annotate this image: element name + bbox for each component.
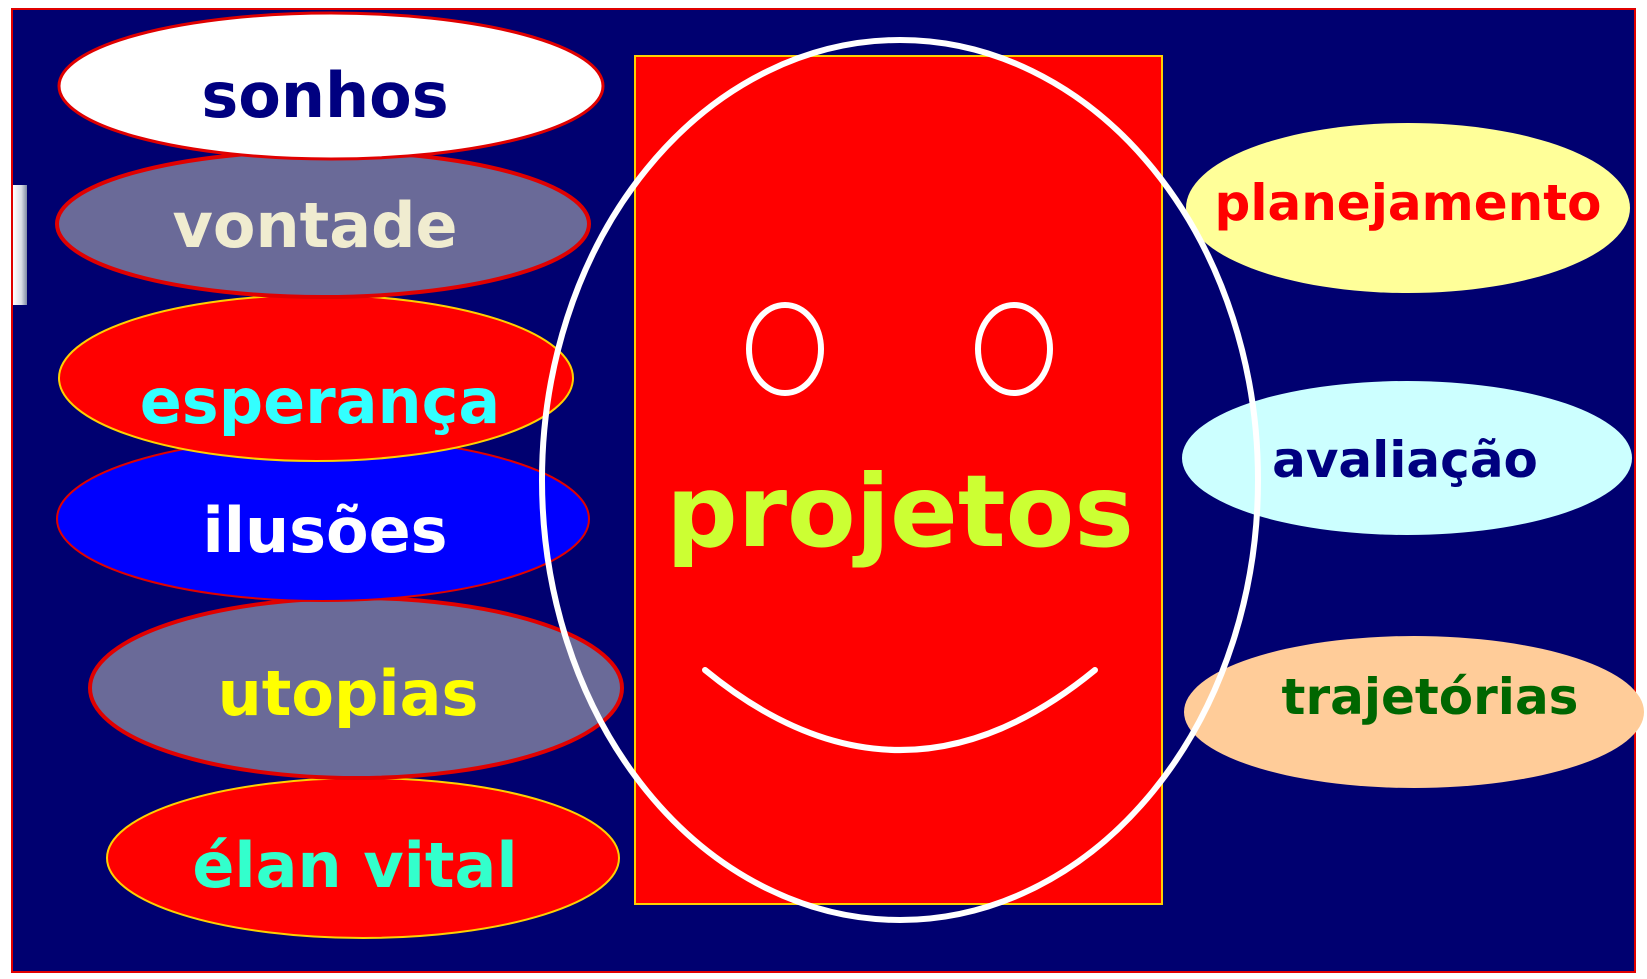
face-outline <box>539 37 1261 923</box>
label-esperanca: esperança <box>139 365 501 438</box>
label-utopias: utopias <box>217 657 479 730</box>
label-avaliacao: avaliação <box>1272 431 1538 489</box>
projetos-rectangle <box>634 55 1163 905</box>
label-elan-vital: élan vital <box>192 829 518 902</box>
oval-planejamento <box>1186 123 1630 293</box>
label-ilusoes: ilusões <box>202 494 448 567</box>
label-planejamento: planejamento <box>1214 174 1602 232</box>
label-sonhos: sonhos <box>201 59 449 132</box>
label-projetos: projetos <box>666 453 1134 570</box>
label-vontade: vontade <box>172 189 458 262</box>
oval-avaliacao <box>1182 381 1632 535</box>
oval-trajetorias <box>1184 636 1644 788</box>
right-eye <box>975 302 1053 396</box>
left-eye <box>746 302 824 396</box>
left-edge-tab <box>13 185 27 305</box>
label-trajetorias: trajetórias <box>1281 668 1579 726</box>
oval-sonhos <box>57 11 605 161</box>
smile-mouth <box>702 667 1098 753</box>
